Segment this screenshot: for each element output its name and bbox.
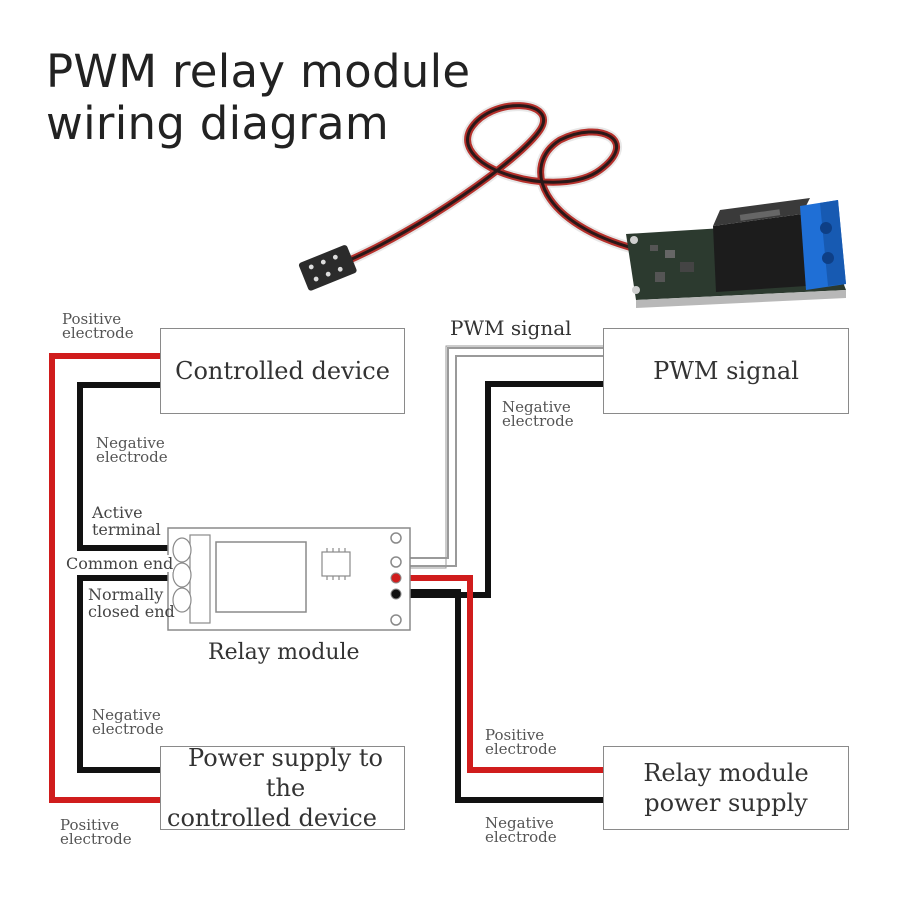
power-supply-controlled-box: Power supply to the controlled device bbox=[160, 744, 405, 832]
normally-closed-line2: closed end bbox=[88, 602, 175, 621]
label-line: Negative bbox=[96, 434, 165, 452]
label-line: Negative bbox=[485, 814, 554, 832]
relay-module-schematic bbox=[167, 527, 411, 631]
bottom-positive-electrode-label: Positive electrode bbox=[60, 816, 132, 848]
pwm-signal-wire-label: PWM signal bbox=[450, 316, 572, 340]
controlled-device-label: Controlled device bbox=[175, 357, 390, 385]
active-terminal-label: Active terminal bbox=[92, 504, 161, 538]
relay-psu-negative-wire bbox=[400, 589, 604, 803]
relay-psu-negative-electrode-label: Negative electrode bbox=[485, 814, 557, 846]
label-line: Positive bbox=[62, 310, 122, 328]
pwm-signal-box: PWM signal bbox=[603, 328, 849, 414]
common-end-label: Common end bbox=[66, 554, 174, 573]
mount-hole-top bbox=[390, 532, 402, 544]
left-positive-wire bbox=[49, 353, 160, 803]
controlled-device-box: Controlled device bbox=[160, 328, 405, 414]
pwm-signal-wire bbox=[400, 345, 604, 569]
bottom-negative-electrode-label: Negative electrode bbox=[92, 706, 164, 738]
label-line: Positive bbox=[60, 816, 120, 834]
title-line-1: PWM relay module bbox=[46, 45, 471, 98]
diagram-title: PWM relay module wiring diagram bbox=[46, 46, 470, 150]
label-line: Positive bbox=[485, 726, 545, 744]
relay-psu-positive-wire bbox=[400, 575, 604, 773]
pin-signal bbox=[390, 556, 402, 568]
terminal-block bbox=[189, 534, 211, 624]
relay-body bbox=[215, 541, 307, 613]
relay-module-caption: Relay module bbox=[208, 640, 360, 665]
pwm-negative-electrode-label: Negative electrode bbox=[502, 398, 574, 430]
left-negative-wire-top bbox=[77, 382, 168, 551]
pwm-signal-label: PWM signal bbox=[653, 357, 799, 385]
label-line: electrode bbox=[96, 448, 168, 466]
label-line: electrode bbox=[485, 828, 557, 846]
top-negative-electrode-label: Negative electrode bbox=[96, 434, 168, 466]
normally-closed-line1: Normally bbox=[88, 585, 164, 604]
relay-power-label-line1: Relay module bbox=[643, 759, 809, 787]
left-negative-wire-bottom bbox=[77, 575, 168, 773]
label-line: Negative bbox=[502, 398, 571, 416]
active-terminal-line1: Active bbox=[92, 503, 143, 522]
label-line: electrode bbox=[92, 720, 164, 738]
active-terminal-line2: terminal bbox=[92, 520, 161, 539]
power-supply-label-line2: controlled device bbox=[167, 804, 377, 832]
relay-power-supply-box: Relay module power supply bbox=[603, 746, 849, 830]
product-photo bbox=[298, 100, 846, 308]
label-line: electrode bbox=[485, 740, 557, 758]
terminal-screw-3 bbox=[172, 587, 192, 613]
label-line: electrode bbox=[502, 412, 574, 430]
terminal-screw-1 bbox=[172, 537, 192, 563]
normally-closed-label: Normally closed end bbox=[88, 586, 175, 620]
chip-icon bbox=[321, 551, 351, 577]
power-supply-label-line1: Power supply to the bbox=[188, 744, 383, 802]
servo-cable bbox=[339, 100, 646, 268]
pin-negative bbox=[390, 588, 402, 600]
relay-power-label-line2: power supply bbox=[644, 789, 808, 817]
label-line: Negative bbox=[92, 706, 161, 724]
dupont-connector bbox=[298, 245, 357, 291]
relay-board-photo bbox=[626, 198, 846, 308]
label-line: electrode bbox=[62, 324, 134, 342]
title-line-2: wiring diagram bbox=[46, 97, 390, 150]
mount-hole-bottom bbox=[390, 614, 402, 626]
top-positive-electrode-label: Positive electrode bbox=[62, 310, 134, 342]
relay-psu-positive-electrode-label: Positive electrode bbox=[485, 726, 557, 758]
terminal-screw-2 bbox=[172, 562, 192, 588]
label-line: electrode bbox=[60, 830, 132, 848]
pin-positive bbox=[390, 572, 402, 584]
